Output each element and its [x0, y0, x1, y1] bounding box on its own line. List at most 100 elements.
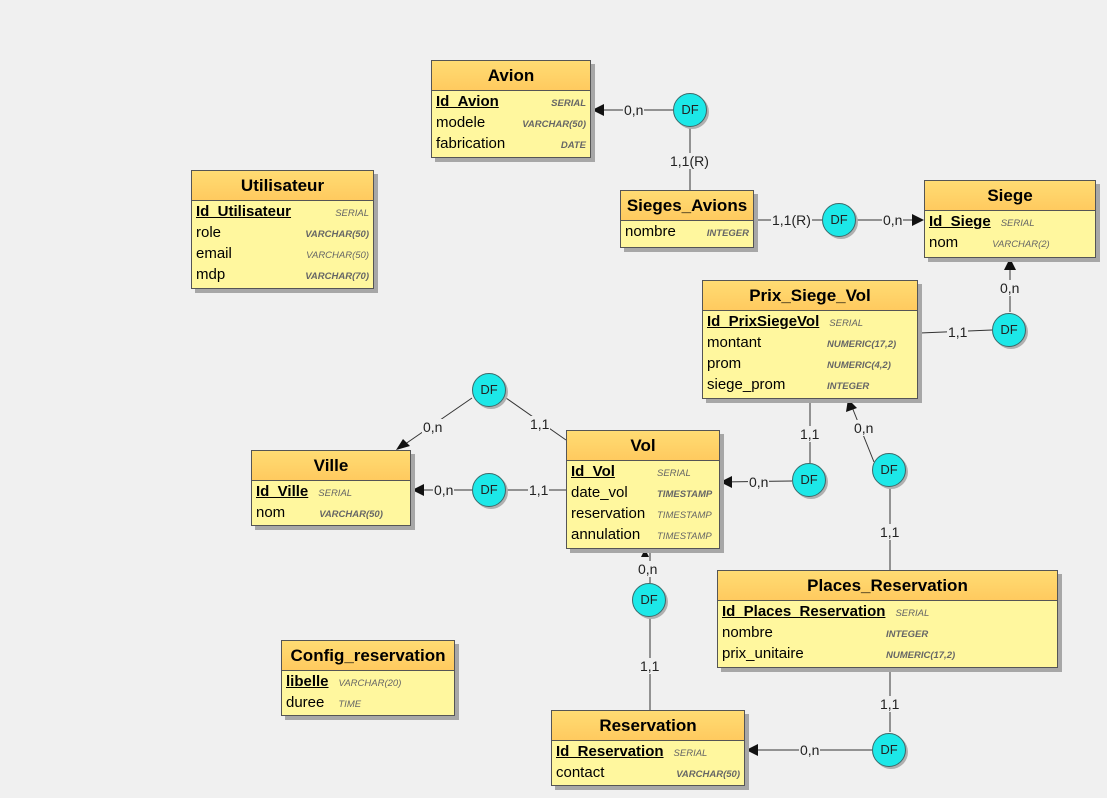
attribute-type: INTEGER — [827, 381, 870, 392]
attribute-type: SERIAL — [318, 488, 353, 499]
cardinality-label: 1,1 — [529, 416, 551, 432]
entity-title: Utilisateur — [192, 171, 373, 201]
attribute-type: VARCHAR(50) — [676, 769, 740, 780]
attribute-type: TIMESTAMP — [657, 489, 713, 500]
attribute-name: date_vol — [571, 484, 628, 501]
entity-title: Ville — [252, 451, 410, 481]
association-df-places-reservation[interactable]: DF — [872, 733, 906, 767]
attribute-name: siege_prom — [707, 376, 786, 393]
association-df-places-prix[interactable]: DF — [872, 453, 906, 487]
attribute-name: duree — [286, 694, 325, 711]
attribute-type: NUMERIC(17,2) — [827, 339, 897, 350]
entity-attribute: date_vol TIMESTAMP — [571, 484, 715, 505]
attribute-type: SERIAL — [895, 608, 930, 619]
attribute-type: VARCHAR(70) — [305, 271, 369, 282]
association-df-avion[interactable]: DF — [673, 93, 707, 127]
attribute-type: VARCHAR(20) — [338, 678, 402, 689]
entity-attribute: Id_Reservation SERIAL — [556, 743, 740, 764]
entity-title: Reservation — [552, 711, 744, 741]
primary-key-name: Id_Vol — [571, 463, 615, 480]
association-df-siege[interactable]: DF — [822, 203, 856, 237]
entity-title: Prix_Siege_Vol — [703, 281, 917, 311]
cardinality-label: 0,n — [748, 474, 770, 490]
entity-attribute: contact VARCHAR(50) — [556, 764, 740, 785]
attribute-name: nom — [256, 504, 286, 521]
attribute-name: role — [196, 224, 222, 241]
attribute-type: VARCHAR(2) — [992, 239, 1050, 250]
entity-title: Places_Reservation — [718, 571, 1057, 601]
cardinality-label: 0,n — [882, 212, 904, 228]
attribute-name: contact — [556, 764, 605, 781]
association-df-vol-prix[interactable]: DF — [792, 463, 826, 497]
cardinality-label: 0,n — [623, 102, 645, 118]
cardinality-label: 1,1 — [879, 696, 901, 712]
entity-attribute: nombre INTEGER — [722, 624, 1053, 645]
attribute-type: VARCHAR(50) — [305, 229, 369, 240]
attribute-name: montant — [707, 334, 762, 351]
association-df-prix-siege[interactable]: DF — [992, 313, 1026, 347]
attribute-type: TIMESTAMP — [657, 531, 712, 542]
entity-attribute: nombre INTEGER — [625, 223, 749, 244]
primary-key-name: Id_Utilisateur — [196, 203, 292, 220]
entity-sieges-avions[interactable]: Sieges_Avions nombre INTEGER — [620, 190, 754, 248]
entity-places-reservation[interactable]: Places_Reservation Id_Places_Reservation… — [717, 570, 1058, 668]
entity-attribute: Id_Utilisateur SERIAL — [196, 203, 369, 224]
cardinality-label: 0,n — [799, 742, 821, 758]
attribute-name: nombre — [722, 624, 773, 641]
cardinality-label: 0,n — [853, 420, 875, 436]
association-df-reservation-vol[interactable]: DF — [632, 583, 666, 617]
cardinality-label: 1,1 — [947, 324, 969, 340]
attribute-type: SERIAL — [673, 748, 708, 759]
attribute-type: INTEGER — [706, 228, 749, 239]
primary-key-name: Id_Reservation — [556, 743, 664, 760]
cardinality-label: 0,n — [422, 419, 444, 435]
entity-attribute: annulation TIMESTAMP — [571, 526, 715, 547]
association-df-ville[interactable]: DF — [472, 473, 506, 507]
attribute-type: SERIAL — [1000, 218, 1035, 229]
attribute-type: SERIAL — [335, 208, 369, 219]
attribute-name: prix_unitaire — [722, 645, 804, 662]
attribute-name: fabrication — [436, 135, 506, 152]
attribute-name: nom — [929, 234, 959, 251]
cardinality-label: 1,1(R) — [771, 212, 812, 228]
attribute-type: INTEGER — [886, 629, 929, 640]
attribute-type: SERIAL — [551, 98, 586, 109]
cardinality-label: 1,1(R) — [669, 153, 710, 169]
cardinality-label: 1,1 — [879, 524, 901, 540]
attribute-type: VARCHAR(50) — [319, 509, 383, 520]
attribute-type: SERIAL — [829, 318, 864, 329]
attribute-type: TIME — [338, 699, 362, 710]
entity-title: Sieges_Avions — [621, 191, 753, 221]
attribute-name: nombre — [625, 223, 676, 240]
association-df-ville-top[interactable]: DF — [472, 373, 506, 407]
attribute-type: DATE — [560, 140, 586, 151]
cardinality-label: 1,1 — [639, 658, 661, 674]
attribute-type: SERIAL — [657, 468, 691, 479]
entity-reservation[interactable]: Reservation Id_Reservation SERIAL contact… — [551, 710, 745, 786]
entity-attribute: role VARCHAR(50) — [196, 224, 369, 245]
entity-attribute: prix_unitaire NUMERIC(17,2) — [722, 645, 1053, 666]
attribute-type: VARCHAR(50) — [522, 119, 586, 130]
attribute-type: NUMERIC(17,2) — [886, 650, 956, 661]
attribute-name: annulation — [571, 526, 641, 543]
attribute-name: email — [196, 245, 232, 262]
attribute-name: reservation — [571, 505, 646, 522]
entity-attribute: siege_prom INTEGER — [707, 376, 913, 397]
